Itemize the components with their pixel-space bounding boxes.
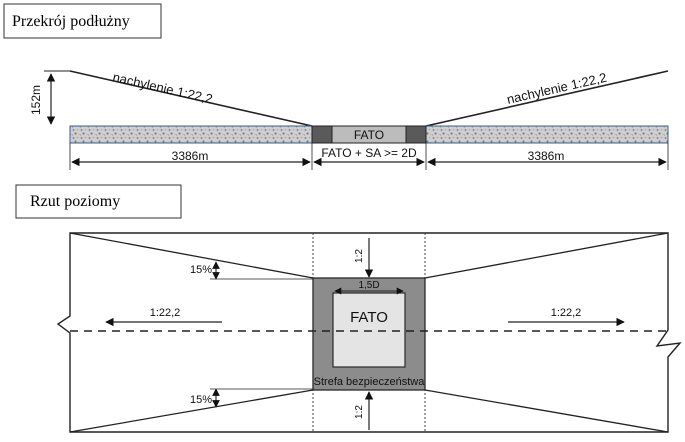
ground-strip-right — [425, 125, 669, 144]
fato-label: FATO — [350, 309, 388, 326]
slope-line-left — [69, 70, 313, 127]
approach-edge-top-left — [69, 232, 314, 279]
fato-width-label: 1,5D — [358, 280, 379, 291]
divergence-label-bottom: 15% — [190, 394, 212, 406]
plan-slope-label-right: 1:22,2 — [551, 307, 582, 319]
section-title-box — [3, 3, 162, 39]
plan-slope-label-top: 1:2 — [354, 249, 365, 263]
slope-label-left: nachylenie 1:22,2 — [111, 69, 214, 106]
plan-title-box — [15, 184, 182, 219]
fato-section — [331, 125, 407, 144]
plan-slope-label-bottom: 1:2 — [354, 405, 365, 419]
plan-title: Rzut poziomy — [30, 193, 120, 210]
plan-view: Rzut poziomy FATO Strefa bezpieczeństwa … — [15, 184, 682, 433]
approach-edge-top-right — [424, 232, 669, 279]
section-title: Przekrój podłużny — [12, 13, 130, 30]
fato-sa-label: FATO + SA >= 2D — [321, 146, 417, 160]
fato-section-label: FATO — [354, 128, 384, 142]
ground-strip-left — [69, 125, 313, 144]
safety-area-left-section — [311, 125, 333, 144]
distance-label-right: 3386m — [528, 149, 565, 163]
plan-slope-label-left: 1:22,2 — [150, 307, 181, 319]
plan-outline — [56, 232, 682, 433]
safety-area-label: Strefa bezpieczeństwa — [314, 376, 426, 388]
height-label: 152m — [29, 85, 43, 115]
safety-area-right-section — [405, 125, 427, 144]
distance-label-left: 3386m — [172, 149, 209, 163]
divergence-label-top: 15% — [190, 264, 212, 276]
slope-line-right — [425, 70, 669, 127]
fato-area — [332, 292, 406, 368]
approach-edge-bottom-right — [424, 389, 669, 433]
approach-edge-bottom-left — [69, 389, 314, 433]
longitudinal-section: Przekrój podłużny nachylenie 1:22,2 nach… — [3, 3, 669, 170]
